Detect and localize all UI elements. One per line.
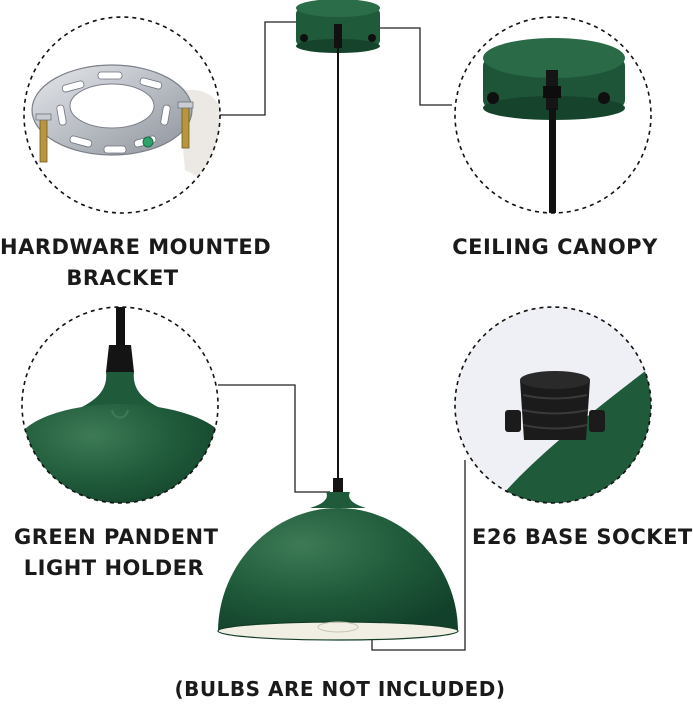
holder-detail (21, 306, 219, 504)
hardware-bracket-label-line1: HARDWARE MOUNTED (0, 235, 272, 259)
light-holder-label-line2: LIGHT HOLDER (23, 556, 205, 580)
base-socket-label: E26 BASE SOCKET (472, 522, 693, 553)
canopy-detail (454, 16, 652, 214)
bulbs-note: (BULBS ARE NOT INCLUDED) (160, 674, 520, 705)
lamp-illustration (21, 0, 652, 651)
hardware-bracket-label-line2: BRACKET (66, 266, 179, 290)
ceiling-canopy-label-line1: CEILING CANOPY (452, 235, 658, 259)
socket-detail (454, 306, 652, 504)
hardware-bracket-label: HARDWARE MOUNTED BRACKET (0, 232, 272, 294)
light-holder-label: GREEN PANDENT LIGHT HOLDER (14, 522, 219, 584)
pendant-lamp (217, 0, 459, 641)
ceiling-canopy-label: CEILING CANOPY (450, 232, 660, 263)
connector-lines (218, 21, 466, 651)
base-socket-label-line1: E26 BASE SOCKET (472, 525, 693, 549)
light-holder-label-line1: GREEN PANDENT (14, 525, 219, 549)
bracket-detail (23, 16, 221, 214)
bulbs-note-text: (BULBS ARE NOT INCLUDED) (174, 677, 506, 701)
